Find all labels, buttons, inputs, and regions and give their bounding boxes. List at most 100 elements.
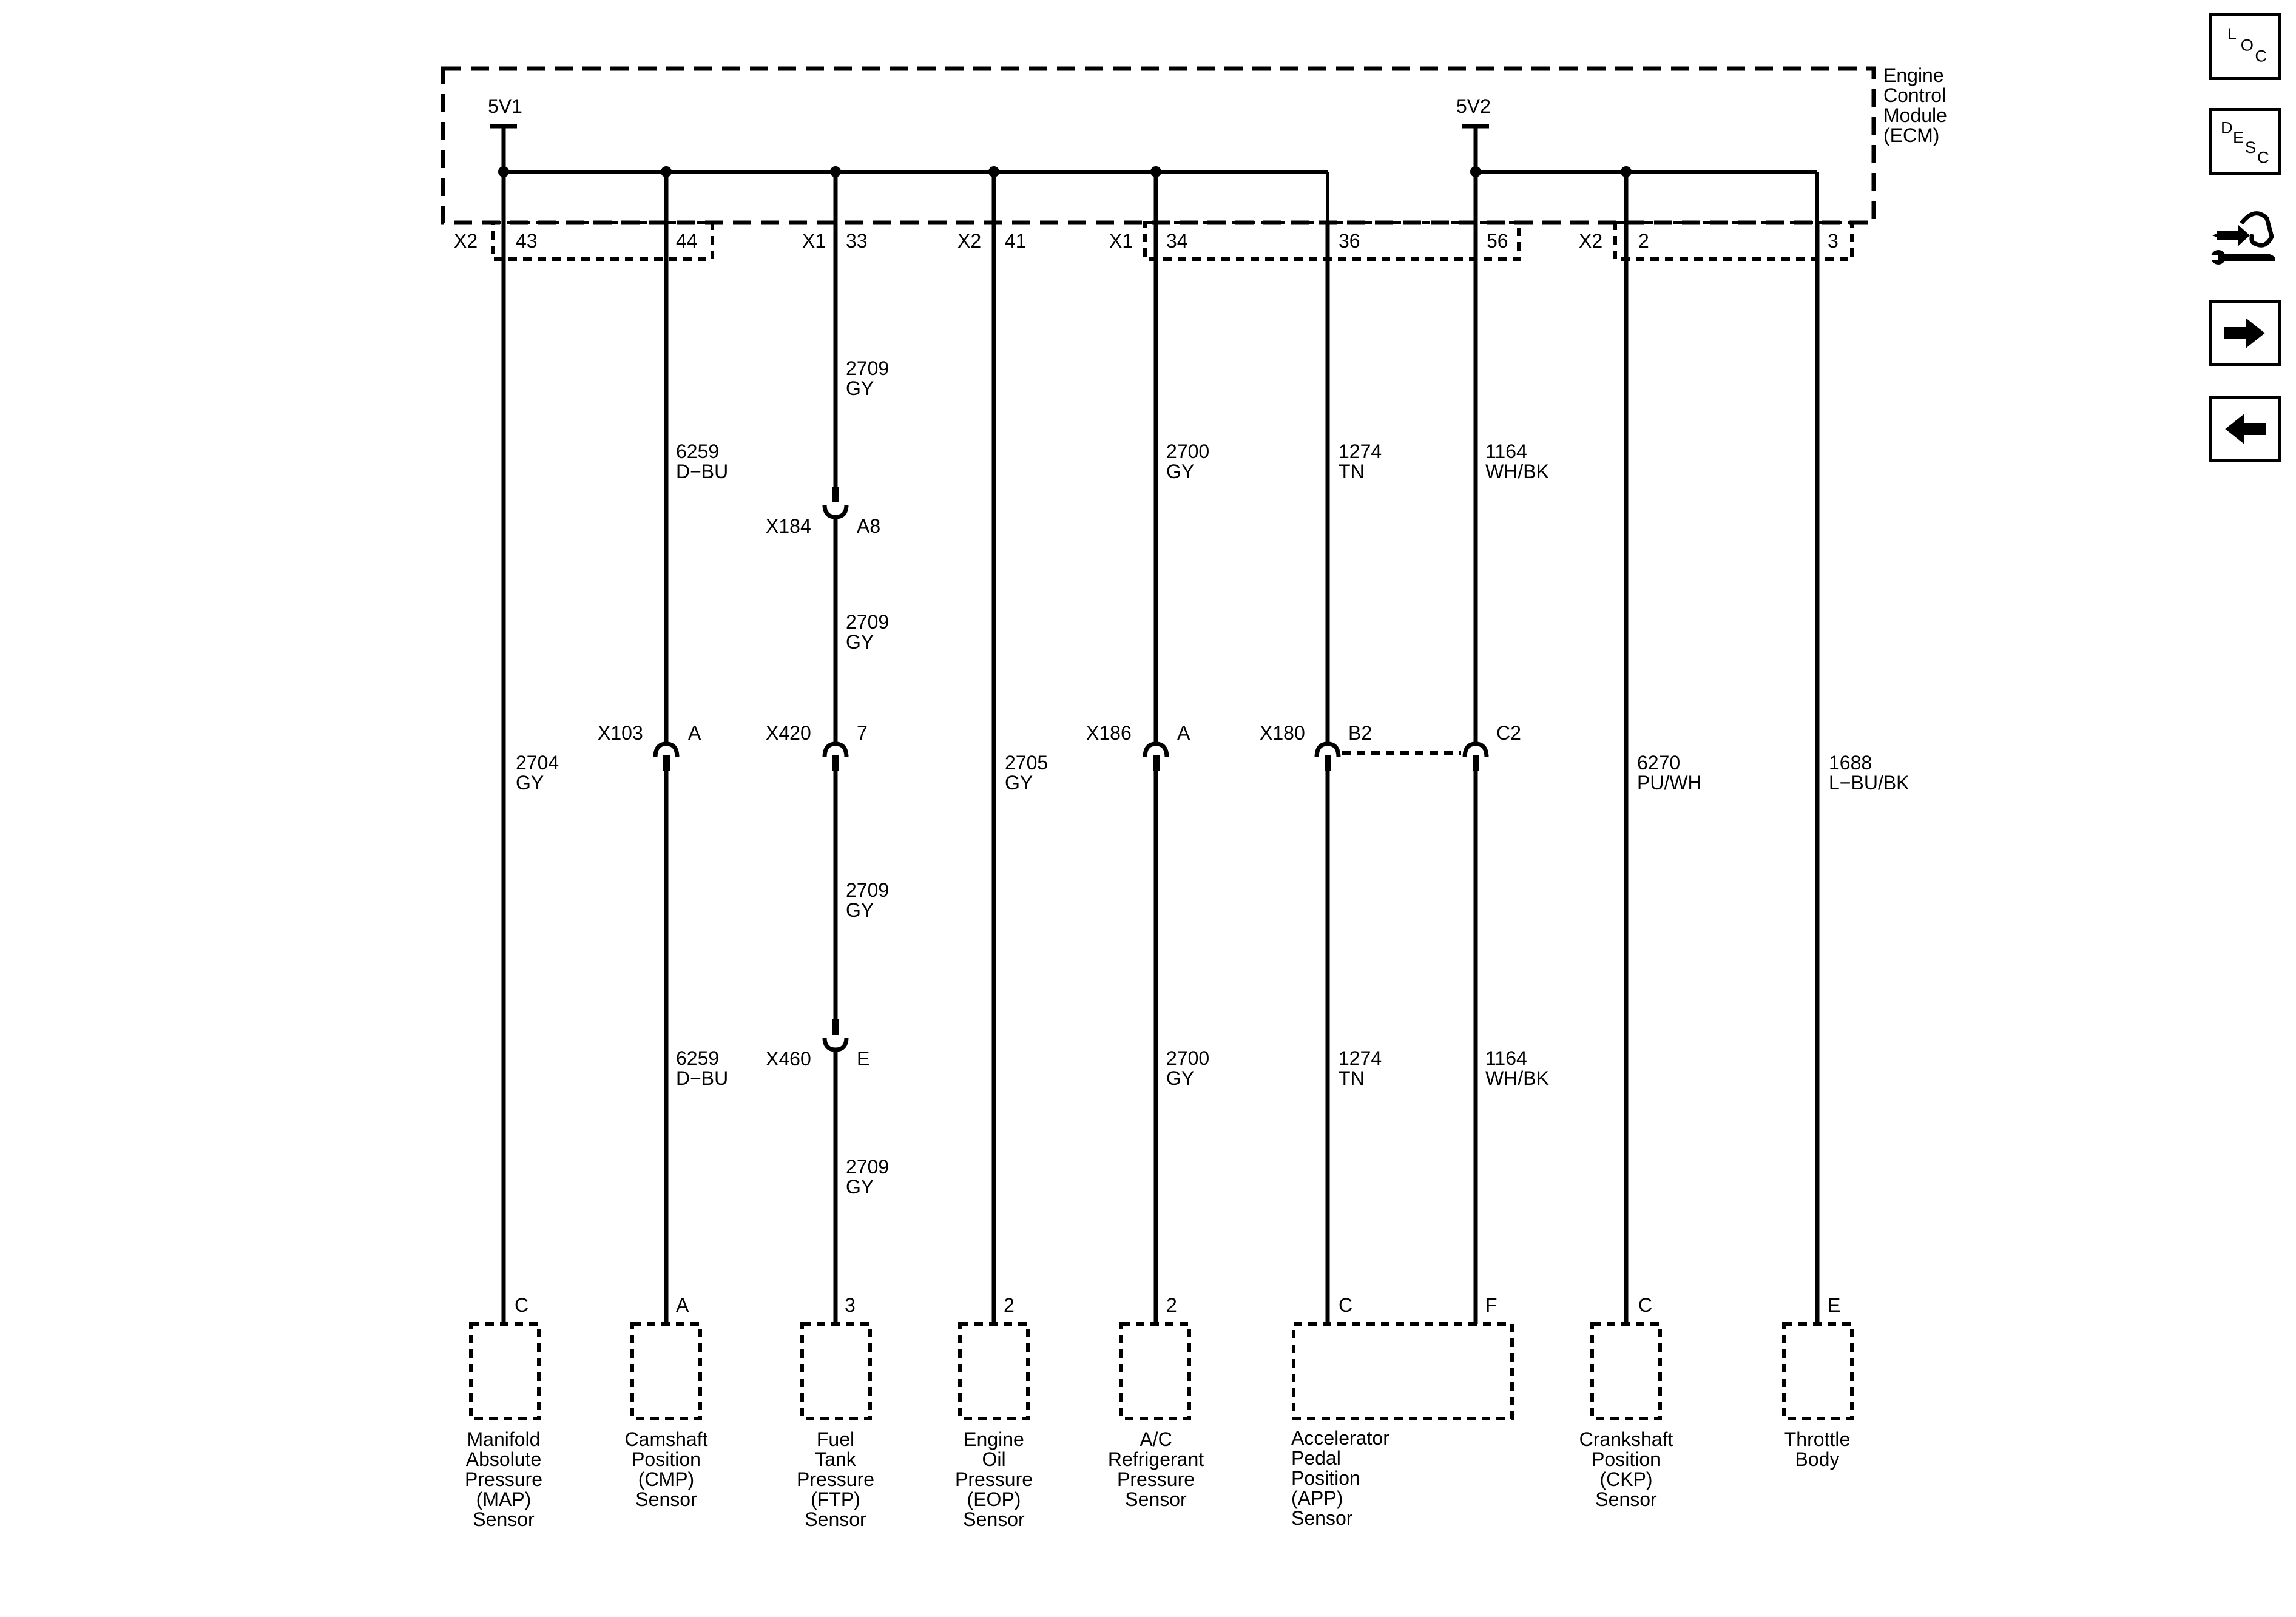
wire-color: TN [1339,461,1365,482]
sensor-pin: E [1828,1294,1840,1316]
wire-color: GY [1166,461,1194,482]
wire-color: WH/BK [1485,1067,1549,1089]
ecm-pin: 43 [516,230,538,252]
wire-color: D−BU [676,1067,728,1089]
arrow-right-icon[interactable] [2209,300,2281,366]
sensor-box-eop [958,1322,1030,1420]
ecm-pin: 33 [846,230,868,252]
ecm-label-4: (ECM) [1883,124,1939,146]
ecm-pin: 56 [1487,230,1508,252]
sensor-box-cmp [630,1322,702,1420]
wire-color: GY [846,631,874,653]
svg-text:Accelerator: Accelerator [1291,1427,1389,1449]
connector-id: X2 [1579,230,1602,252]
svg-text:Refrigerant: Refrigerant [1108,1448,1204,1470]
wire-number: 2700 [1166,1047,1209,1069]
svg-text:Crankshaft: Crankshaft [1579,1428,1673,1450]
svg-text:Sensor: Sensor [1125,1488,1187,1510]
svg-text:E: E [2233,128,2244,147]
ecm-label-1: Engine [1883,64,1944,86]
sensor-name-ftp: Fuel Tank Pressure (FTP) Sensor [797,1428,874,1530]
sensor-name-app: Accelerator Pedal Position (APP) Sensor [1291,1427,1389,1529]
loc-icon[interactable]: L O C [2209,13,2281,80]
svg-text:Pressure: Pressure [797,1468,874,1490]
svg-text:Sensor: Sensor [805,1508,866,1530]
sensor-pin: F [1485,1294,1497,1316]
ecm-pin: 3 [1828,230,1838,252]
sensor-pin: 2 [1004,1294,1015,1316]
svg-text:Manifold: Manifold [467,1428,541,1450]
svg-text:Sensor: Sensor [1595,1488,1657,1510]
sensor-box-app [1292,1322,1514,1420]
svg-text:(MAP): (MAP) [476,1488,532,1510]
inline-connector-id: X420 [766,722,811,744]
svg-text:O: O [2241,35,2254,54]
wire-number: 6270 [1637,752,1680,774]
wire-color: L−BU/BK [1829,772,1909,794]
sensor-box-map [469,1322,541,1420]
svg-text:Fuel: Fuel [817,1428,854,1450]
inline-connector-pin: A8 [857,515,880,537]
wire-color: GY [846,899,874,921]
wire-number: 6259 [676,441,719,462]
svg-text:Position: Position [1291,1467,1360,1489]
svg-text:S: S [2245,138,2256,157]
svg-text:Sensor: Sensor [635,1488,697,1510]
svg-text:(CKP): (CKP) [1599,1468,1652,1490]
wire-number: 1274 [1339,441,1382,462]
svg-text:Engine: Engine [964,1428,1024,1450]
sensor-name-eop: Engine Oil Pressure (EOP) Sensor [955,1428,1033,1530]
svg-text:Position: Position [1592,1448,1661,1470]
wire-number: 1164 [1485,441,1527,462]
sensor-pin: 3 [845,1294,856,1316]
ecm-pin: 2 [1638,230,1649,252]
inline-connector-x103 [653,741,680,771]
svg-text:Pressure: Pressure [1117,1468,1195,1490]
inline-connector-pin: 7 [857,722,868,744]
desc-icon[interactable]: D E S C [2209,108,2281,175]
inline-connector-id: X180 [1260,722,1305,744]
ecm-pin: 44 [676,230,698,252]
svg-text:(CMP): (CMP) [638,1468,694,1490]
inline-connector-pin: A [1177,722,1190,744]
svg-text:Pedal: Pedal [1291,1447,1341,1469]
sensor-name-ckp: Crankshaft Position (CKP) Sensor [1579,1428,1673,1510]
arrow-left-icon[interactable] [2209,396,2281,462]
svg-text:Absolute: Absolute [466,1448,542,1470]
svg-text:Oil: Oil [982,1448,1005,1470]
inline-connector-x184 [822,487,849,519]
svg-text:L: L [2227,24,2237,43]
svg-text:D: D [2221,118,2233,137]
sensor-pin: C [1638,1294,1652,1316]
sensor-name-cmp: Camshaft Position (CMP) Sensor [625,1428,708,1510]
svg-text:C: C [2257,147,2269,166]
inline-connector-pin: E [857,1048,869,1070]
svg-text:C: C [2255,47,2267,66]
sensor-box-ftp [800,1322,872,1420]
ecm-boundary [441,66,1876,225]
wire-number: 1164 [1485,1047,1527,1069]
svg-text:A/C: A/C [1140,1428,1172,1450]
wire-color: GY [516,772,544,794]
wire-number: 2705 [1005,752,1048,774]
ecm-pin: 41 [1005,230,1027,252]
wire-number: 6259 [676,1047,719,1069]
connector-box-x1-b [1143,221,1521,261]
svg-text:Tank: Tank [815,1448,857,1470]
inline-connector-id: X186 [1086,722,1132,744]
wire-color: GY [1166,1067,1194,1089]
svg-text:(APP): (APP) [1291,1487,1343,1509]
svg-text:(FTP): (FTP) [811,1488,860,1510]
connector-id: X2 [957,230,981,252]
ecm-label-2: Control [1883,84,1946,106]
inline-connector-pin: A [688,722,701,744]
sensor-pin: C [515,1294,528,1316]
svg-text:Pressure: Pressure [465,1468,542,1490]
connector-wrench-icon[interactable] [2206,200,2285,279]
connector-id: X1 [1109,230,1133,252]
supply-5v1: 5V1 [488,95,522,117]
sensor-name-map: Manifold Absolute Pressure (MAP) Sensor [465,1428,542,1530]
sensor-pin: C [1339,1294,1352,1316]
inline-connector-pin: C2 [1496,722,1521,744]
